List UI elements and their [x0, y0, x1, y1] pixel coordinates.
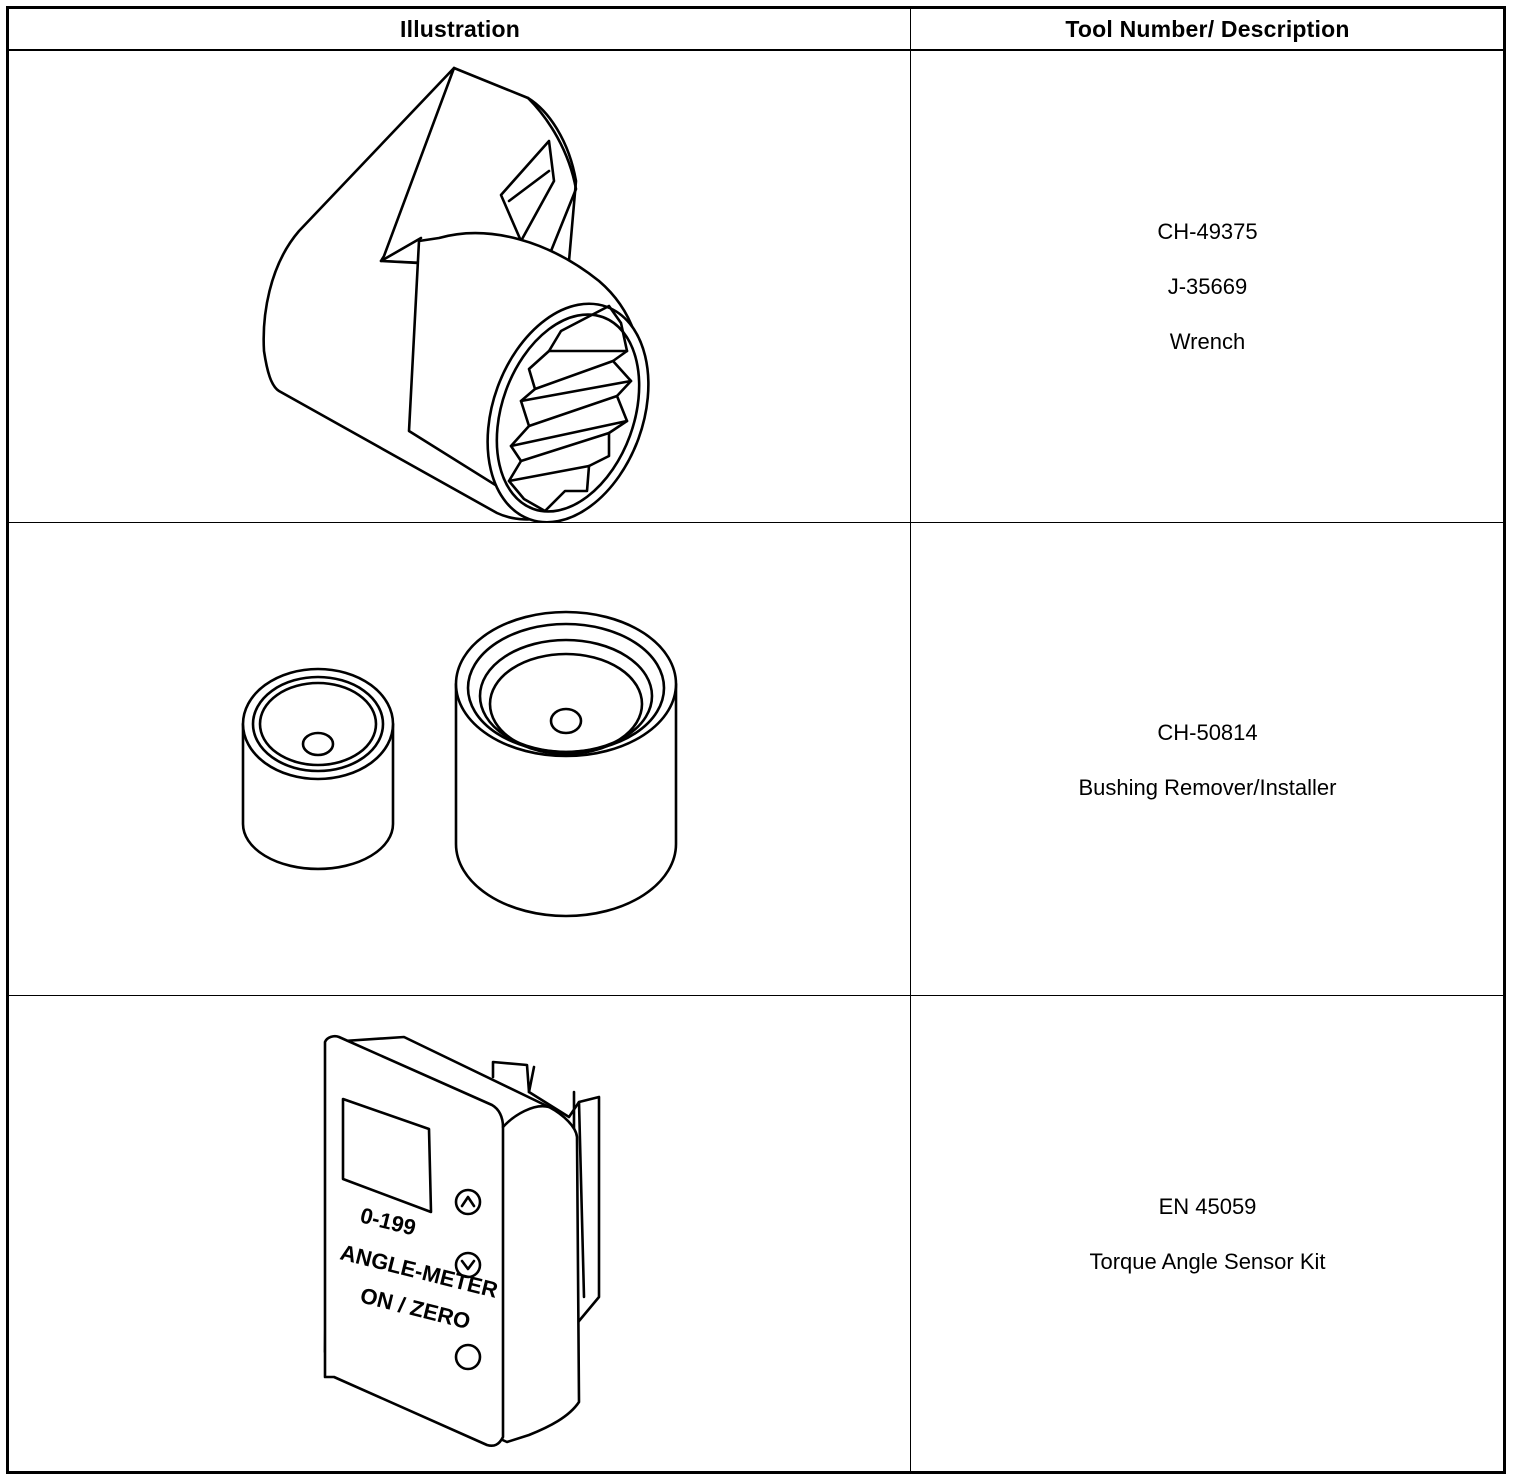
header-illustration: Illustration [400, 16, 520, 42]
tool-number-primary: EN 45059 [1158, 1194, 1257, 1219]
tool-number-primary: CH-49375 [1157, 219, 1258, 244]
description-cell-angle-meter: EN 45059 Torque Angle Sensor Kit [912, 997, 1503, 1471]
bushing-tool-illustration [241, 610, 678, 918]
illustration-cell-wrench [9, 51, 910, 522]
angle-meter-illustration: 0-199 ANGLE-METER ON / ZERO [323, 1034, 601, 1448]
row-divider [9, 522, 1503, 523]
tool-description: Wrench [1169, 329, 1246, 354]
tool-description: Bushing Remover/Installer [1078, 774, 1337, 800]
illustration-cell-angle-meter: 0-199 ANGLE-METER ON / ZERO [9, 997, 910, 1471]
description-cell-wrench: CH-49375 J-35669 Wrench [912, 51, 1503, 522]
tool-number-secondary: J-35669 [1167, 274, 1248, 299]
tool-number-primary: CH-50814 [1157, 719, 1258, 745]
column-divider [910, 9, 911, 1471]
illustration-cell-bushing-tool [9, 524, 910, 995]
description-cell-bushing-tool: CH-50814 Bushing Remover/Installer [912, 524, 1503, 995]
special-tools-table: Illustration Tool Number/ Description C [6, 6, 1506, 1474]
header-divider [9, 49, 1503, 51]
header-tool-number-description: Tool Number/ Description [1065, 16, 1350, 42]
tool-description: Torque Angle Sensor Kit [1089, 1249, 1326, 1274]
row-divider [9, 995, 1503, 996]
wrench-socket-illustration [262, 66, 650, 522]
